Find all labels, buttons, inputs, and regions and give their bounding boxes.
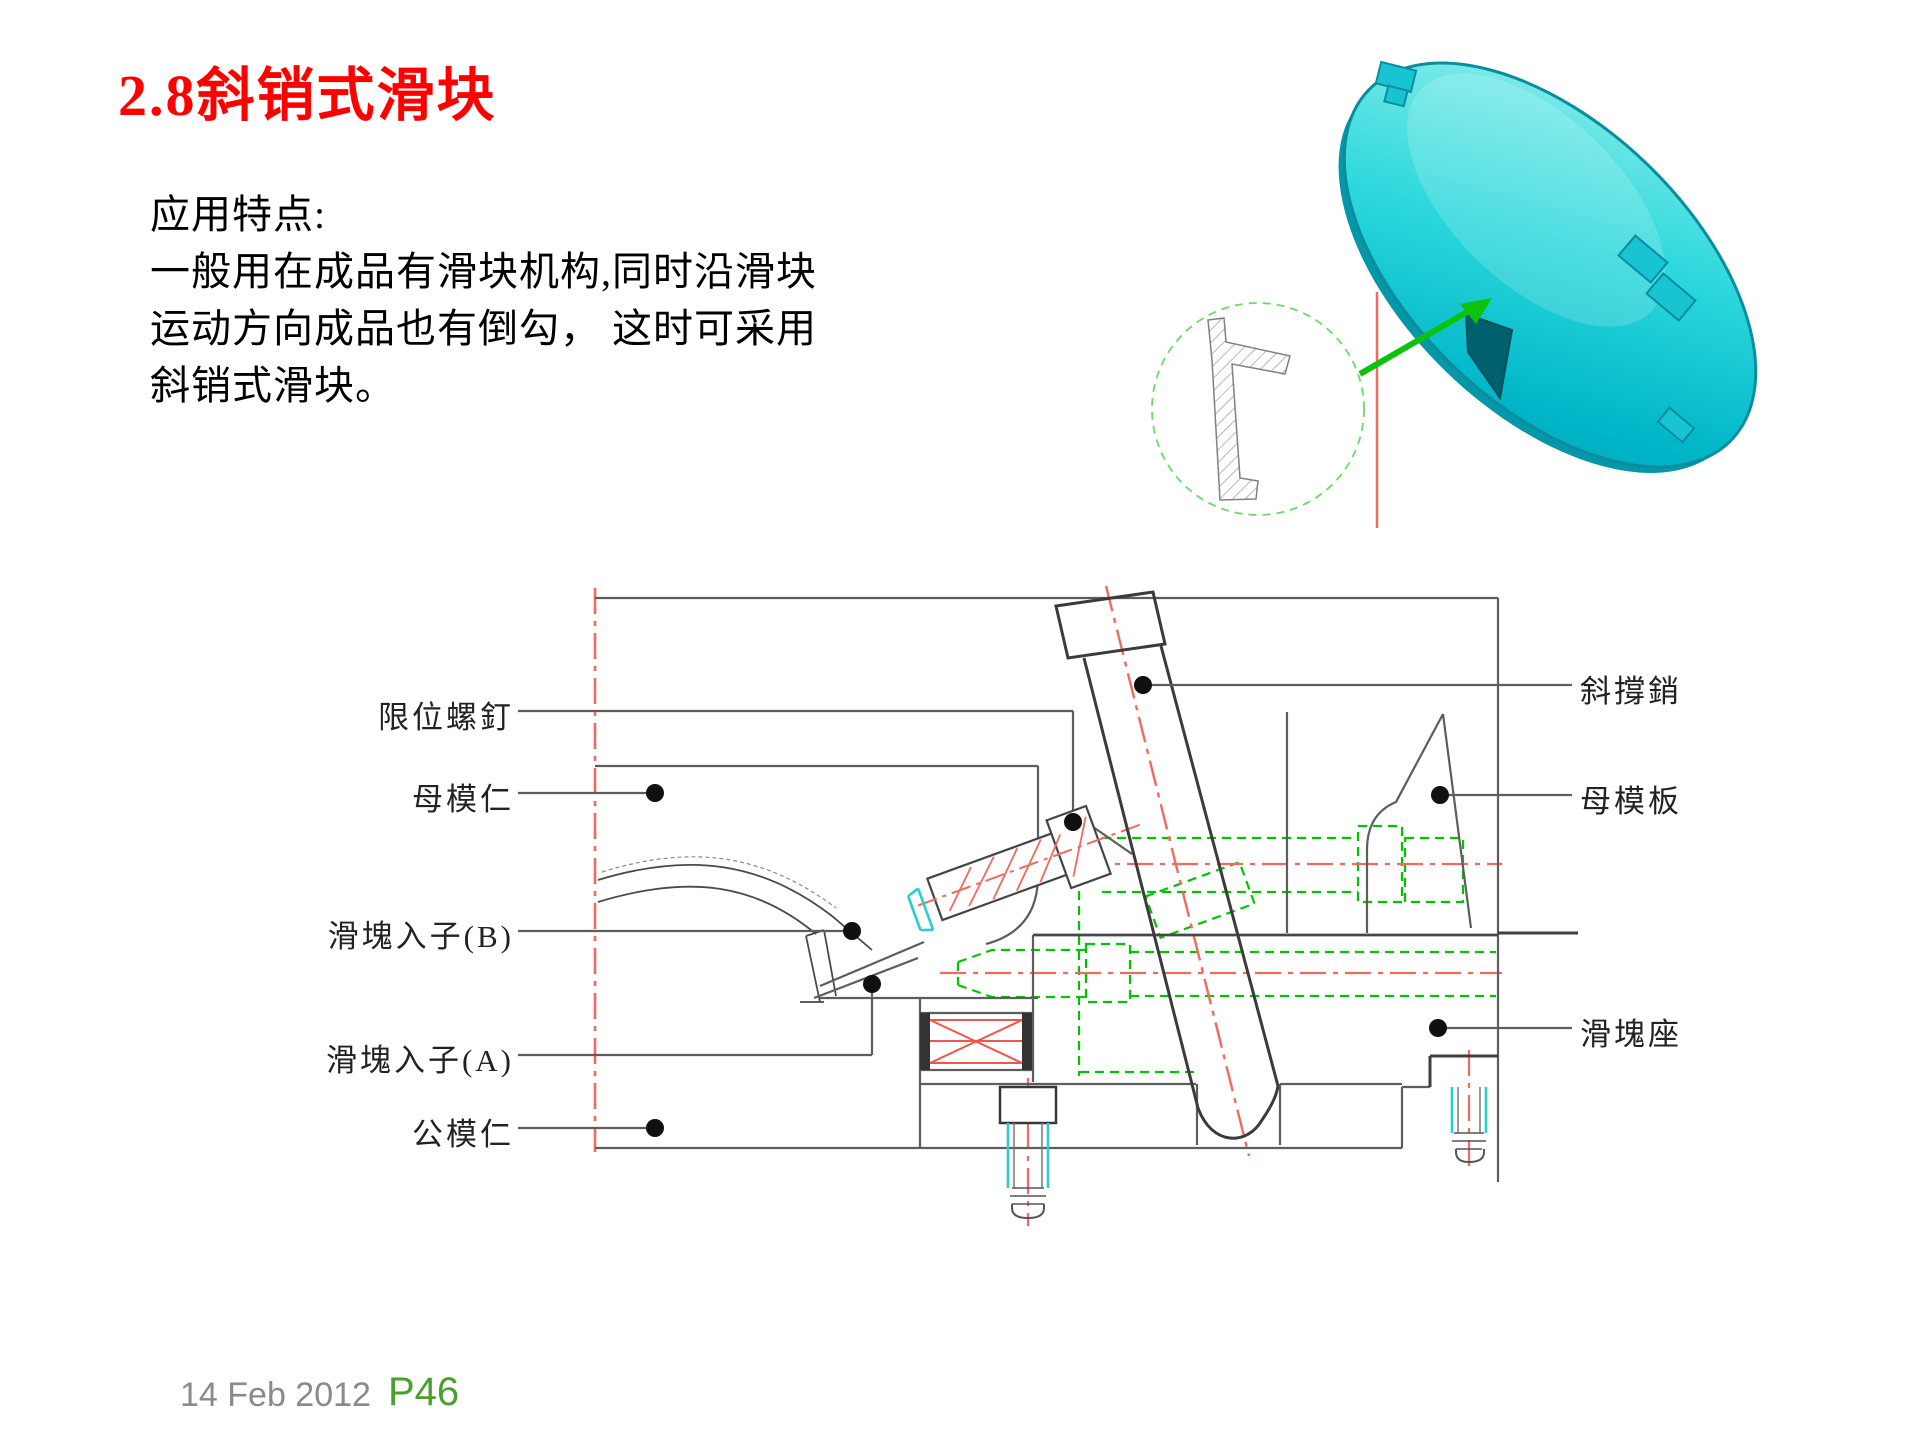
label-slide-insert-a: 滑塊入子(A) xyxy=(325,1043,514,1078)
detail-circle xyxy=(1151,302,1365,516)
undercut-hook xyxy=(1464,312,1514,401)
detail-arrow xyxy=(1358,298,1492,377)
body-line: 运动方向成品也有倒勾， 这时可采用 xyxy=(150,306,817,351)
centerlines xyxy=(593,585,1502,1226)
hook-cross-section xyxy=(1207,317,1291,501)
cyan-tip xyxy=(906,887,935,932)
leader-lines xyxy=(518,683,1572,1130)
inclined-pin xyxy=(1054,590,1280,1140)
label-inclined-pin: 斜撐銷 xyxy=(1580,674,1682,709)
label-slide-seat: 滑塊座 xyxy=(1580,1017,1682,1052)
body-line: 一般用在成品有滑块机构,同时沿滑块 xyxy=(150,249,817,294)
angled-set-screw xyxy=(906,804,1142,932)
mold-section-diagram xyxy=(518,585,1578,1226)
disc-spring xyxy=(920,1013,1032,1070)
product-hook xyxy=(800,929,837,1003)
label-cavity-plate: 母模板 xyxy=(1580,784,1682,819)
label-slide-insert-b: 滑塊入子(B) xyxy=(327,919,514,954)
label-core-insert: 公模仁 xyxy=(412,1117,514,1152)
footer-date: 14 Feb 2012 xyxy=(180,1376,371,1414)
footer-page-number: P46 xyxy=(388,1370,460,1414)
label-cavity-insert: 母模仁 xyxy=(412,782,514,817)
molded-disc-part xyxy=(1338,61,1758,473)
page-title: 2.8斜销式滑块 xyxy=(118,63,497,128)
bolt xyxy=(998,1085,1058,1220)
mold-outlines xyxy=(518,596,1578,1182)
leader-dots xyxy=(646,676,1449,1137)
body-line: 斜销式滑块。 xyxy=(150,363,396,408)
product-3d-render xyxy=(1151,60,1758,528)
bolt xyxy=(1450,1087,1488,1164)
body-line: 应用特点: xyxy=(150,192,327,237)
disc-edge-tabs xyxy=(1374,60,1697,444)
label-limit-screw: 限位螺釘 xyxy=(378,700,514,735)
body-text: 应用特点: 一般用在成品有滑块机构,同时沿滑块 运动方向成品也有倒勾， 这时可采… xyxy=(150,186,817,414)
